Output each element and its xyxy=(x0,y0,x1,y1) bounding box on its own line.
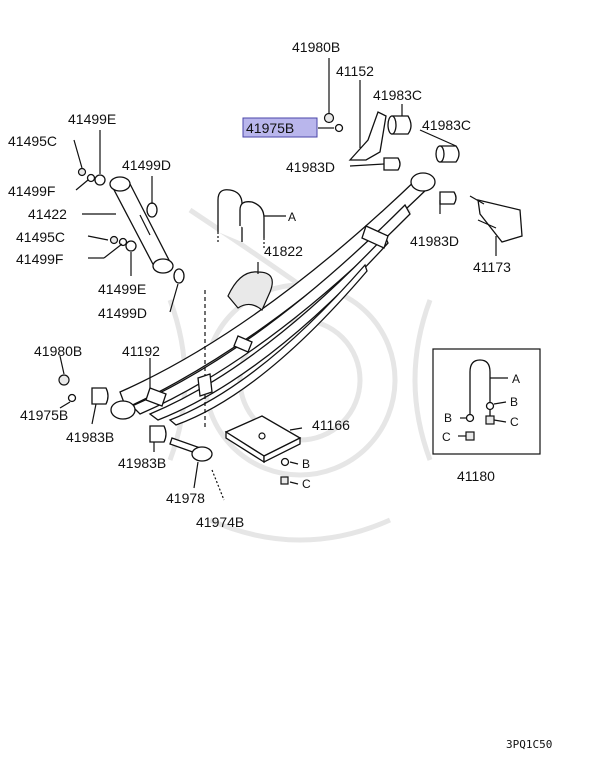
label-A-ubolt: A xyxy=(288,210,296,224)
label-41980B-top[interactable]: 41980B xyxy=(292,39,340,55)
part-labels: 41980B 41152 41983C 41975B 41983C 41983D… xyxy=(8,39,552,751)
label-41499E-bottom[interactable]: 41499E xyxy=(98,281,146,297)
bushing-41983B-lower xyxy=(149,425,167,443)
nut-41980B-rear xyxy=(58,374,70,386)
shackle-plate-41978 xyxy=(191,446,213,462)
label-41822[interactable]: 41822 xyxy=(264,243,303,259)
u-bolt-pair xyxy=(217,189,265,248)
label-C-seat: C xyxy=(302,477,311,491)
label-41499F-bottom[interactable]: 41499F xyxy=(16,251,63,267)
washer-41499F-top xyxy=(86,173,96,183)
bushing-41983B-upper xyxy=(91,387,109,405)
label-41180[interactable]: 41180 xyxy=(457,468,495,484)
label-B-kit-right: B xyxy=(510,395,518,409)
label-A-kit: A xyxy=(512,372,520,386)
bushing-41499D-top xyxy=(146,202,158,218)
nut-41495C-bottom xyxy=(109,235,119,245)
u-bolt-kit-box xyxy=(432,348,541,455)
label-41152[interactable]: 41152 xyxy=(336,63,374,79)
bushing-41499D-bottom xyxy=(173,268,185,284)
label-41974B[interactable]: 41974B xyxy=(196,514,244,530)
bushing-41983C-upper xyxy=(391,115,412,135)
label-41422[interactable]: 41422 xyxy=(28,206,67,222)
label-41499D-bottom[interactable]: 41499D xyxy=(98,305,147,321)
label-41173[interactable]: 41173 xyxy=(473,259,511,275)
spring-bracket-41152 xyxy=(348,111,387,161)
bushing-41983D-right xyxy=(439,191,457,205)
bushing-41983C-right xyxy=(439,145,460,163)
label-41975B-highlighted[interactable]: 41975B xyxy=(246,120,294,136)
nut-C-seat xyxy=(280,476,289,485)
shackle-41173 xyxy=(477,199,523,243)
label-41983D-left[interactable]: 41983D xyxy=(286,159,335,175)
bushing-41983D-left xyxy=(383,157,401,171)
nut-41980B-top xyxy=(323,112,335,124)
label-41192[interactable]: 41192 xyxy=(122,343,160,359)
label-41978[interactable]: 41978 xyxy=(166,490,205,506)
label-C-kit-left: C xyxy=(442,430,451,444)
u-bolt-kit-washer-B-right xyxy=(485,401,495,411)
label-41983C-right[interactable]: 41983C xyxy=(422,117,471,133)
u-bolt-kit-washer-B-left xyxy=(465,413,475,423)
u-bolt-kit-ubolt xyxy=(469,359,491,418)
highlighted-part-box xyxy=(242,117,318,138)
spring-pad-41822 xyxy=(227,271,273,311)
diagram-code: 3PQ1C50 xyxy=(506,738,552,751)
label-41499F-top[interactable]: 41499F xyxy=(8,183,55,199)
spring-clip xyxy=(197,373,213,397)
label-41499D-top[interactable]: 41499D xyxy=(122,157,171,173)
u-bolt-kit-nut-C-left xyxy=(465,431,475,441)
label-41975B-rear[interactable]: 41975B xyxy=(20,407,68,423)
label-41983C-upper[interactable]: 41983C xyxy=(373,87,422,103)
washer-41499E-top xyxy=(94,174,106,186)
label-B-seat: B xyxy=(302,457,310,471)
label-41499E-top[interactable]: 41499E xyxy=(68,111,116,127)
label-41495C-bottom[interactable]: 41495C xyxy=(16,229,65,245)
u-bolt-kit-nut-C-right xyxy=(485,415,495,425)
washer-41975B-top xyxy=(334,123,344,133)
washer-41499F-bottom xyxy=(118,237,128,247)
leader-lines xyxy=(59,58,508,489)
label-41983B-lower[interactable]: 41983B xyxy=(118,455,166,471)
label-41980B-rear[interactable]: 41980B xyxy=(34,343,82,359)
label-41495C-top[interactable]: 41495C xyxy=(8,133,57,149)
shock-absorber-41422 xyxy=(109,176,174,274)
label-B-kit-left: B xyxy=(444,411,452,425)
washer-41499E-bottom xyxy=(125,240,137,252)
washer-41975B-rear xyxy=(67,393,77,403)
label-41983D-right[interactable]: 41983D xyxy=(410,233,459,249)
washer-B-seat xyxy=(280,457,290,467)
label-41166[interactable]: 41166 xyxy=(312,417,350,433)
leaf-spring xyxy=(110,172,436,426)
label-C-kit-right: C xyxy=(510,415,519,429)
label-41983B-upper[interactable]: 41983B xyxy=(66,429,114,445)
nut-41495C-top xyxy=(77,167,87,177)
